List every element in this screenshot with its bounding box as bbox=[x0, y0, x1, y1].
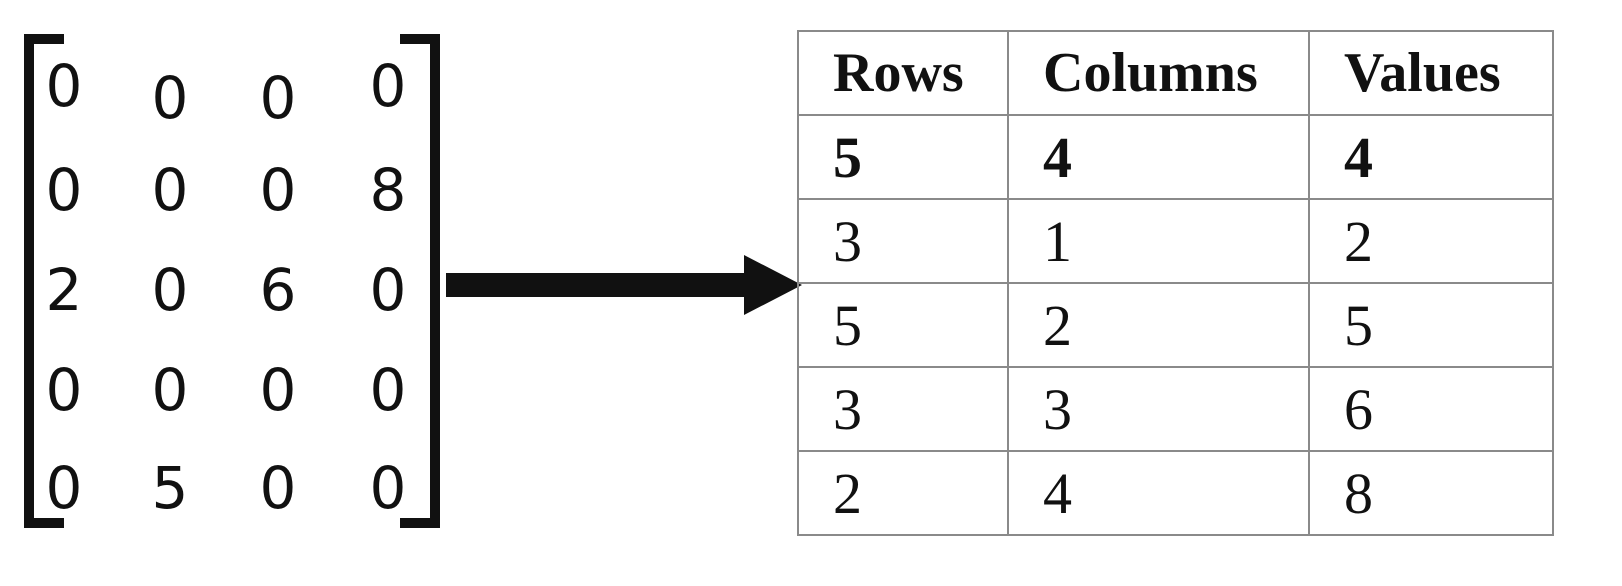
table-row: 3 3 6 bbox=[797, 366, 1554, 452]
matrix-cell: 0 bbox=[259, 156, 297, 224]
table-row: 5 2 5 bbox=[797, 282, 1554, 368]
matrix-cell: 0 bbox=[151, 356, 189, 424]
matrix-cell: 0 bbox=[259, 64, 297, 132]
matrix-cell: 0 bbox=[45, 454, 83, 522]
table-cell: 2 bbox=[797, 450, 1009, 536]
table-cell: 2 bbox=[1007, 282, 1310, 368]
matrix-cell: 0 bbox=[45, 356, 83, 424]
matrix-cell: 0 bbox=[369, 356, 407, 424]
table-cell: 4 bbox=[1007, 450, 1310, 536]
matrix-cell: 0 bbox=[45, 156, 83, 224]
table-cell: 5 bbox=[797, 114, 1009, 200]
header-columns: Columns bbox=[1007, 30, 1310, 116]
table-cell: 8 bbox=[1308, 450, 1554, 536]
table-cell: 2 bbox=[1308, 198, 1554, 284]
table-cell: 1 bbox=[1007, 198, 1310, 284]
sparse-matrix: 0 0 0 0 0 0 0 8 2 0 6 0 0 0 0 0 0 5 0 0 bbox=[24, 34, 440, 528]
matrix-cell: 5 bbox=[151, 454, 189, 522]
table-row: 5 4 4 bbox=[797, 114, 1554, 200]
matrix-cell: 0 bbox=[369, 256, 407, 324]
table-row: 3 1 2 bbox=[797, 198, 1554, 284]
right-bracket bbox=[400, 34, 440, 528]
table-header-row: Rows Columns Values bbox=[797, 30, 1554, 116]
table-cell: 5 bbox=[1308, 282, 1554, 368]
matrix-cell: 0 bbox=[151, 256, 189, 324]
matrix-cell: 0 bbox=[45, 52, 83, 120]
matrix-cell: 6 bbox=[259, 256, 297, 324]
sparse-representation-table: Rows Columns Values 5 4 4 3 1 2 5 2 5 3 … bbox=[797, 30, 1554, 536]
header-values: Values bbox=[1308, 30, 1554, 116]
matrix-cell: 0 bbox=[259, 454, 297, 522]
matrix-cell: 2 bbox=[45, 256, 83, 324]
table-cell: 5 bbox=[797, 282, 1009, 368]
table-row: 2 4 8 bbox=[797, 450, 1554, 536]
matrix-cells: 0 0 0 0 0 0 0 8 2 0 6 0 0 0 0 0 0 5 0 0 bbox=[24, 34, 440, 528]
matrix-cell: 0 bbox=[259, 356, 297, 424]
matrix-cell: 8 bbox=[369, 156, 407, 224]
table-cell: 3 bbox=[1007, 366, 1310, 452]
matrix-cell: 0 bbox=[369, 454, 407, 522]
table-cell: 4 bbox=[1308, 114, 1554, 200]
table-cell: 4 bbox=[1007, 114, 1310, 200]
table-cell: 3 bbox=[797, 198, 1009, 284]
header-rows: Rows bbox=[797, 30, 1009, 116]
table-cell: 6 bbox=[1308, 366, 1554, 452]
matrix-cell: 0 bbox=[151, 64, 189, 132]
table-cell: 3 bbox=[797, 366, 1009, 452]
matrix-cell: 0 bbox=[369, 52, 407, 120]
matrix-cell: 0 bbox=[151, 156, 189, 224]
right-arrow-icon bbox=[446, 255, 802, 315]
left-bracket bbox=[24, 34, 64, 528]
